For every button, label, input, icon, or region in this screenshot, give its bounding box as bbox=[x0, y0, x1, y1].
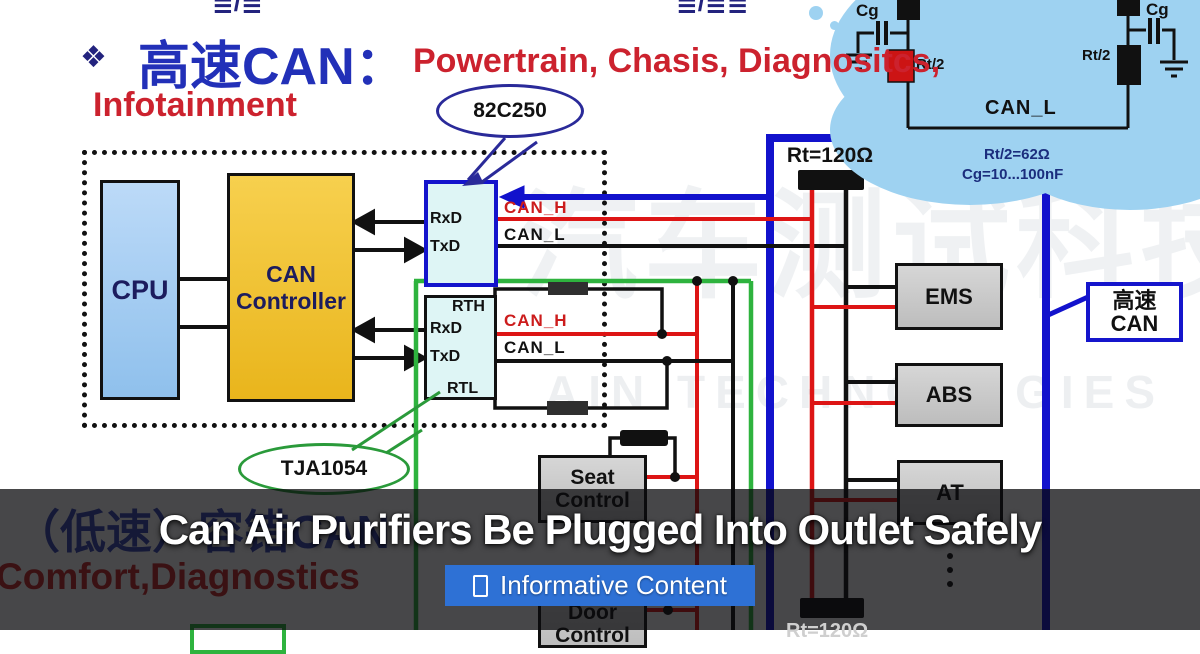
rt2-label-right: Rt/2 bbox=[1082, 47, 1111, 64]
seat-label-line1: Seat bbox=[570, 465, 615, 489]
rt-120-label-bottom: Rt=120Ω bbox=[786, 620, 869, 642]
t2-rth-label: RTH bbox=[452, 298, 485, 315]
callout-82c250: 82C250 bbox=[436, 84, 584, 138]
t1-rxd-label: RxD bbox=[430, 210, 463, 227]
thought-cloud-dot bbox=[830, 21, 839, 30]
seat-resistor bbox=[620, 430, 668, 446]
watermark-latin: AIN TECHNOLOGIES bbox=[545, 366, 1166, 418]
controller-label-line2: Controller bbox=[236, 287, 346, 314]
badge-label: Informative Content bbox=[500, 570, 727, 600]
hs-tag-line2: CAN bbox=[1110, 311, 1159, 336]
t1-txd-label: TxD bbox=[430, 238, 461, 255]
t2-rtl-label: RTL bbox=[447, 380, 479, 397]
controller-label-line1: CAN bbox=[266, 261, 316, 288]
can-h-label-high: CAN_H bbox=[504, 198, 568, 217]
cg-label-left: Cg bbox=[856, 1, 879, 20]
thought-cloud-dot bbox=[809, 6, 823, 20]
cut-off-text-mid: ≣/≣≣ bbox=[676, 0, 749, 16]
callout-tja1054: TJA1054 bbox=[238, 443, 410, 495]
cpu-box: CPU bbox=[100, 180, 180, 400]
hs-tag-line1: 高速 bbox=[1112, 287, 1157, 313]
rt2-value-label: Rt/2=62Ω bbox=[984, 146, 1050, 163]
missing-glyph-icon bbox=[473, 574, 489, 597]
cloud-can-l-label: CAN_L bbox=[985, 97, 1057, 119]
title-overlay-band bbox=[0, 489, 1200, 630]
ems-label: EMS bbox=[925, 283, 973, 309]
rt-120-label-top: Rt=120Ω bbox=[786, 144, 874, 167]
ems-box: EMS bbox=[895, 263, 1003, 330]
abs-box: ABS bbox=[895, 363, 1003, 427]
cut-off-text-left: ≣/≣ bbox=[212, 0, 304, 14]
cg-value-label: Cg=10...100nF bbox=[962, 166, 1064, 183]
bullet-diamond-icon: ❖ bbox=[80, 41, 107, 74]
can-h-label-low: CAN_H bbox=[504, 311, 568, 330]
cg-label-right: Cg bbox=[1146, 0, 1169, 19]
callout-82c250-label: 82C250 bbox=[473, 99, 547, 122]
t2-txd-label: TxD bbox=[430, 348, 461, 365]
can-l-label-low: CAN_L bbox=[504, 338, 566, 357]
cpu-label: CPU bbox=[111, 274, 169, 305]
t2-rxd-label: RxD bbox=[430, 320, 463, 337]
powertrain-label: Powertrain, Chasis, Diagnositcs, bbox=[413, 42, 941, 80]
page-title: Can Air Purifiers Be Plugged Into Outlet… bbox=[158, 506, 1043, 553]
high-speed-can-heading: 高速CAN： bbox=[138, 38, 407, 96]
abs-label: ABS bbox=[925, 382, 973, 407]
callout-tja1054-label: TJA1054 bbox=[280, 457, 368, 480]
can-l-label-high: CAN_L bbox=[504, 225, 566, 244]
transceiver-82c250-box bbox=[424, 180, 498, 287]
infotainment-label: Infotainment bbox=[93, 86, 297, 124]
can-controller-box: CAN Controller bbox=[227, 173, 355, 402]
informative-content-badge: Informative Content bbox=[445, 565, 755, 606]
high-speed-can-tag-box: 高速 CAN bbox=[1086, 282, 1183, 342]
rt2-label-left: Rt/2 bbox=[916, 56, 945, 73]
